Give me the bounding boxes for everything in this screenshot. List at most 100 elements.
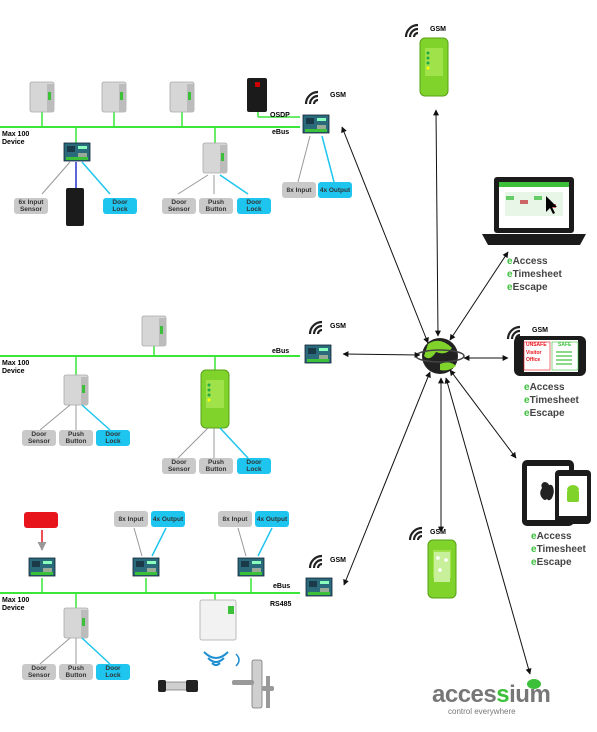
cylinder-lock [158,680,198,692]
brand-logo: accessium [432,681,551,708]
chip-door-lock: Door Lock [103,198,137,214]
e-prefix: e [531,531,537,542]
controller-board-1 [63,142,91,162]
phone-unsafe: UNSAFE [526,342,547,348]
chip-door-sensor: Door Sensor [22,430,56,446]
chip-output: 4x Output [255,511,289,527]
controller-board-3 [132,557,160,577]
app-list-phone: eAccess eTimesheet eEscape [524,381,579,420]
gsm-signal-1 [304,90,320,106]
section-3 [0,527,333,709]
app-list-laptop: eAccess eTimesheet eEscape [507,255,562,294]
rs485-label: RS485 [270,601,292,608]
controller-board-2 [28,557,56,577]
gsm-board-2 [304,344,332,364]
gsm-label-2: GSM [330,323,346,330]
gsm-label-4: GSM [430,26,446,33]
osdp-label: OSDP [270,112,290,119]
gsm-label-5: GSM [532,327,548,334]
app-timesheet: Timesheet [536,544,586,555]
tablet [522,460,591,526]
gsm-label-3: GSM [330,557,346,564]
chip-input-sensor: 6x Input Sensor [14,198,48,214]
ebus-label-3: eBus [273,583,291,590]
chip-input: 8x Input [282,182,316,198]
door-controller-1 [202,142,228,174]
handle-lock [232,659,274,709]
gsm-signal-3 [308,554,324,570]
phone-visitor: Visitor [526,350,542,356]
gsm-signal-4 [404,23,420,39]
brand-part-c: ium [509,681,551,708]
gsm-board-3 [305,577,333,597]
wall-reader [66,188,84,226]
reader-4 [141,315,167,347]
brand-part-b: s [496,681,510,708]
chip-door-sensor: Door Sensor [22,664,56,680]
gsm-signal-5 [408,526,424,542]
laptop [482,177,586,245]
chip-output: 4x Output [151,511,185,527]
green-controller [200,369,230,429]
chip-door-lock: Door Lock [237,198,271,214]
brand-tagline: control everywhere [448,707,516,716]
e-prefix: e [524,382,530,393]
chip-alarm [24,512,58,528]
controller-board-4 [237,557,265,577]
chip-push-button: Push Button [199,198,233,214]
phone [506,325,586,376]
wireless-hub [199,599,237,641]
gsm-module-top [419,37,449,97]
door-controller-3 [63,607,89,639]
e-prefix: e [507,269,513,280]
e-prefix: e [507,282,513,293]
app-access: Access [536,531,572,542]
chip-push-button: Push Button [199,458,233,474]
app-escape: Escape [529,408,565,419]
app-timesheet: Timesheet [529,395,579,406]
ebus-label-2: eBus [272,348,290,355]
reader-1 [29,81,55,113]
chip-input: 8x Input [218,511,252,527]
chip-output: 4x Output [318,182,352,198]
e-prefix: e [524,395,530,406]
globe [415,338,465,374]
e-prefix: e [524,408,530,419]
app-escape: Escape [512,282,548,293]
e-prefix: e [531,557,537,568]
chip-door-sensor: Door Sensor [162,198,196,214]
gsm-label-1: GSM [330,92,346,99]
max-device-label-1: Max 100 Device [2,131,30,146]
app-timesheet: Timesheet [512,269,562,280]
gsm-signal-2 [308,320,324,336]
door-controller-2 [63,374,89,406]
chip-door-lock: Door Lock [237,458,271,474]
reader-2 [101,81,127,113]
section-1 [0,78,335,226]
reader-3 [169,81,195,113]
chip-push-button: Push Button [59,430,93,446]
chip-input: 8x Input [114,511,148,527]
max-device-label-3: Max 100 Device [2,597,30,612]
chip-door-lock: Door Lock [96,430,130,446]
chip-push-button: Push Button [59,664,93,680]
ebus-label-1: eBus [272,129,290,136]
phone-safe: SAFE [558,342,572,348]
section-2 [0,315,332,459]
app-list-tablet: eAccess eTimesheet eEscape [531,530,586,569]
accessium-logo-cloud [527,679,541,689]
gsm-board-1 [302,114,330,134]
brand-part-a: acces [432,681,497,708]
max-device-label-2: Max 100 Device [2,360,30,375]
cloud-section [341,23,591,689]
app-access: Access [512,256,548,267]
chip-door-lock: Door Lock [96,664,130,680]
gsm-label-6: GSM [430,529,446,536]
e-prefix: e [507,256,513,267]
phone-office: Office [526,357,541,363]
chip-door-sensor: Door Sensor [162,458,196,474]
e-prefix: e [531,544,537,555]
osdp-reader [247,78,267,112]
app-access: Access [529,382,565,393]
